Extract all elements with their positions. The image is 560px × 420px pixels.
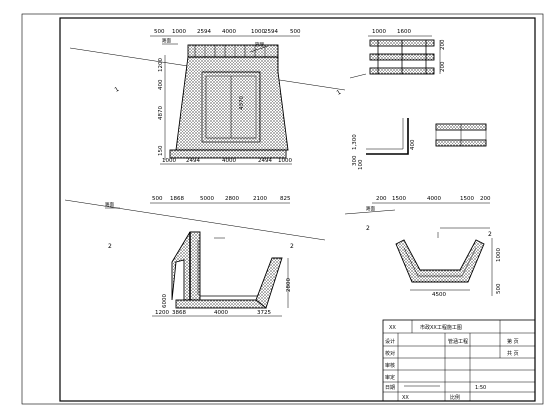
br-dim-top-3: 1500: [460, 196, 474, 202]
br-dim-top-4: 200: [480, 196, 491, 202]
bl-dim-top-1: 1868: [170, 196, 184, 202]
dim-bottom-2: 4000: [222, 158, 236, 164]
detail-dim-top-1: 1600: [397, 29, 411, 35]
section-mark-5: 2: [488, 231, 492, 238]
outer-border: [21, 13, 544, 405]
angle-dim-2: 400: [410, 139, 416, 150]
dim-top-1: 1000: [172, 29, 186, 35]
br-dim-top-1: 1500: [392, 196, 406, 202]
leader-label-2: 路面: [162, 37, 171, 44]
br-dim-bottom: 4500: [432, 292, 446, 298]
bl-dim-top-0: 500: [152, 196, 163, 202]
dim-bottom-4: 1000: [278, 158, 292, 164]
dim-top-3: 4000: [222, 29, 236, 35]
dim-bottom-0: 1000: [162, 158, 176, 164]
br-dim-right-1: 500: [496, 283, 502, 294]
dim-v-inner: 4370: [239, 96, 245, 110]
bl-dim-side-1: 2800: [286, 278, 292, 292]
tb-scale: 1:50: [475, 385, 486, 391]
angle-dim-1: 300: [352, 155, 358, 166]
inner-border: [59, 17, 536, 402]
bl-dim-top-4: 2100: [253, 196, 267, 202]
tb-footer-left: XX: [402, 395, 409, 401]
bl-dim-bottom-3: 3725: [257, 310, 271, 316]
detail-dim-right-0: 200: [440, 39, 446, 50]
br-dim-right-0: 1000: [496, 248, 502, 262]
bl-dim-bottom-2: 4000: [214, 310, 228, 316]
br-leader-label: 路面: [366, 205, 375, 212]
dim-left-1: 400: [158, 79, 164, 90]
dim-left-3: 150: [158, 145, 164, 156]
tb-drawing-name: 管涵工程: [448, 338, 468, 345]
bl-dim-top-2: 5000: [200, 196, 214, 202]
bl-dim-top-5: 825: [280, 196, 291, 202]
tb-row-3: 审定: [385, 374, 395, 381]
tb-row-4: 日期: [385, 385, 395, 391]
leader-label-1: 管理: [255, 41, 264, 48]
detail-rebar-plan: 1000 1600 200 200 1,300 300 400 100: [349, 29, 487, 170]
bl-dim-bottom-1: 3868: [172, 310, 186, 316]
angle-dim-0: 1,300: [352, 134, 358, 150]
dim-bottom-1: 2494: [186, 158, 200, 164]
tb-row-1: 校对: [385, 350, 395, 357]
tb-sheet-label: 第 页: [507, 338, 519, 345]
section-mark-4: 2: [366, 225, 370, 232]
dim-top-2: 2594: [197, 29, 211, 35]
tb-sheet-total: 共 页: [507, 350, 519, 357]
bl-dim-side-0: 6000: [162, 294, 168, 308]
tb-company: XX: [389, 325, 396, 331]
dim-left-0: 1200: [158, 58, 164, 72]
br-dim-top-0: 200: [376, 196, 387, 202]
view-top-elevation: 500 1000 2594 4000 1000 2594 500: [69, 29, 346, 165]
bl-dim-top-3: 2800: [225, 196, 239, 202]
section-bottom-left: 500 1868 5000 2800 2100 825 路面 6000 2800…: [64, 196, 326, 317]
detail-dim-top-0: 1000: [372, 29, 386, 35]
title-block: XX 市政XX工程施工图 管涵工程 第 页 共 页 设计 校对 审核 审定 日期…: [382, 319, 536, 402]
tb-project: 市政XX工程施工图: [420, 324, 462, 331]
dim-top-0: 500: [154, 29, 165, 35]
bl-dim-bottom-0: 1200: [155, 310, 169, 316]
detail-dim-right-1: 200: [440, 61, 446, 72]
tb-footer-right: 比例: [450, 394, 460, 401]
dim-bottom-3: 2494: [258, 158, 272, 164]
dim-top-5: 2594: [264, 29, 278, 35]
section-mark-2: 2: [108, 243, 112, 250]
section-mark-3: 2: [290, 243, 294, 250]
section-bottom-right: 200 1500 4000 1500 200 路面 1000 500 4500 …: [344, 196, 502, 298]
angle-dim-3: 100: [358, 159, 364, 170]
bl-leader-label: 路面: [105, 201, 114, 208]
dim-left-2: 4870: [158, 106, 164, 120]
section-mark-1: 1: [336, 89, 343, 97]
tb-row-0: 设计: [385, 338, 395, 345]
br-dim-top-2: 4000: [427, 196, 441, 202]
dim-top-4: 1000: [251, 29, 265, 35]
dim-top-6: 500: [290, 29, 301, 35]
tb-row-2: 审核: [385, 362, 395, 369]
section-mark-0: 1: [114, 86, 121, 94]
